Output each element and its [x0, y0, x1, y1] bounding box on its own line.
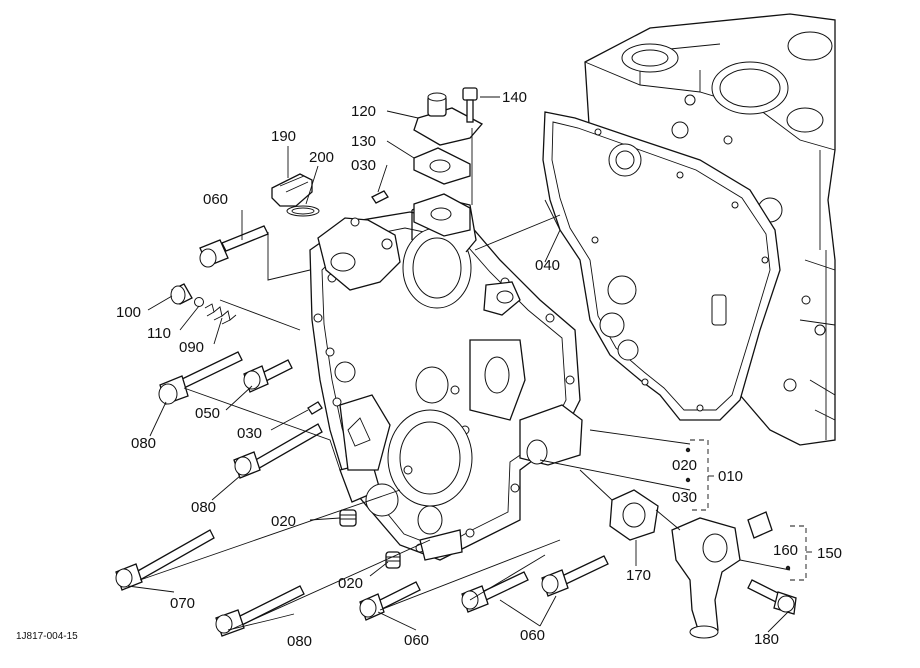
callout-080-middle: 080 [131, 435, 156, 452]
callout-080-long: 080 [191, 499, 216, 516]
callout-070: 070 [170, 595, 195, 612]
callout-190: 190 [271, 128, 296, 145]
callout-060-pair: 060 [520, 627, 545, 644]
callout-110: 110 [147, 325, 171, 342]
bolt-080-long [233, 423, 323, 479]
leader-lines [127, 96, 791, 633]
callout-labels: 140 120 130 030 190 200 060 040 100 110 … [116, 89, 842, 650]
bolt-050 [243, 359, 293, 393]
relief-plug [170, 283, 193, 305]
callout-170: 170 [626, 567, 651, 584]
callout-020-lower: 020 [338, 575, 363, 592]
callout-100: 100 [116, 304, 141, 321]
bolt-060-pair [461, 555, 609, 613]
callout-020-assembly: 020 [672, 457, 697, 474]
bolt-070 [115, 529, 215, 591]
water-pipe-elbow [671, 511, 773, 639]
callout-080-bottom: 080 [287, 633, 312, 650]
callout-160: 160 [773, 542, 798, 559]
callout-040: 040 [535, 257, 560, 274]
callout-050: 050 [195, 405, 220, 422]
bolt-060-upper [199, 225, 269, 268]
callout-200: 200 [309, 149, 334, 166]
relief-ball [194, 297, 204, 307]
gear-case [309, 197, 583, 561]
callout-060-lower: 060 [404, 632, 429, 649]
callout-130: 130 [351, 133, 376, 150]
bolt-080-middle [158, 351, 243, 405]
callout-030-assembly: 030 [672, 489, 697, 506]
bolt-080-bottom [215, 585, 305, 637]
dowel-pin-top [371, 190, 389, 204]
bolt-060-lower [359, 581, 421, 621]
callout-150: 150 [817, 545, 842, 562]
callout-030-middle: 030 [237, 425, 262, 442]
drawing-reference: 1J817-004-15 [16, 631, 78, 642]
bolt-180 [747, 579, 797, 615]
outlet-bolt [462, 87, 478, 123]
callout-120: 120 [351, 103, 376, 120]
water-outlet-elbow [413, 92, 484, 146]
plug-020-lower [385, 551, 401, 569]
water-pipe-gasket [609, 489, 659, 541]
bracket-010 [690, 439, 709, 511]
plug-020-left [339, 509, 357, 527]
callout-010: 010 [718, 468, 743, 485]
dowel-pin-middle [307, 401, 323, 415]
callout-030-top: 030 [351, 157, 376, 174]
callout-090: 090 [179, 339, 204, 356]
callout-140: 140 [502, 89, 527, 106]
timing-gasket [542, 111, 781, 421]
callout-180: 180 [754, 631, 779, 648]
callout-020-left: 020 [271, 513, 296, 530]
callout-060-upper: 060 [203, 191, 228, 208]
relief-spring [204, 303, 237, 325]
oil-filler-cap [271, 173, 313, 207]
